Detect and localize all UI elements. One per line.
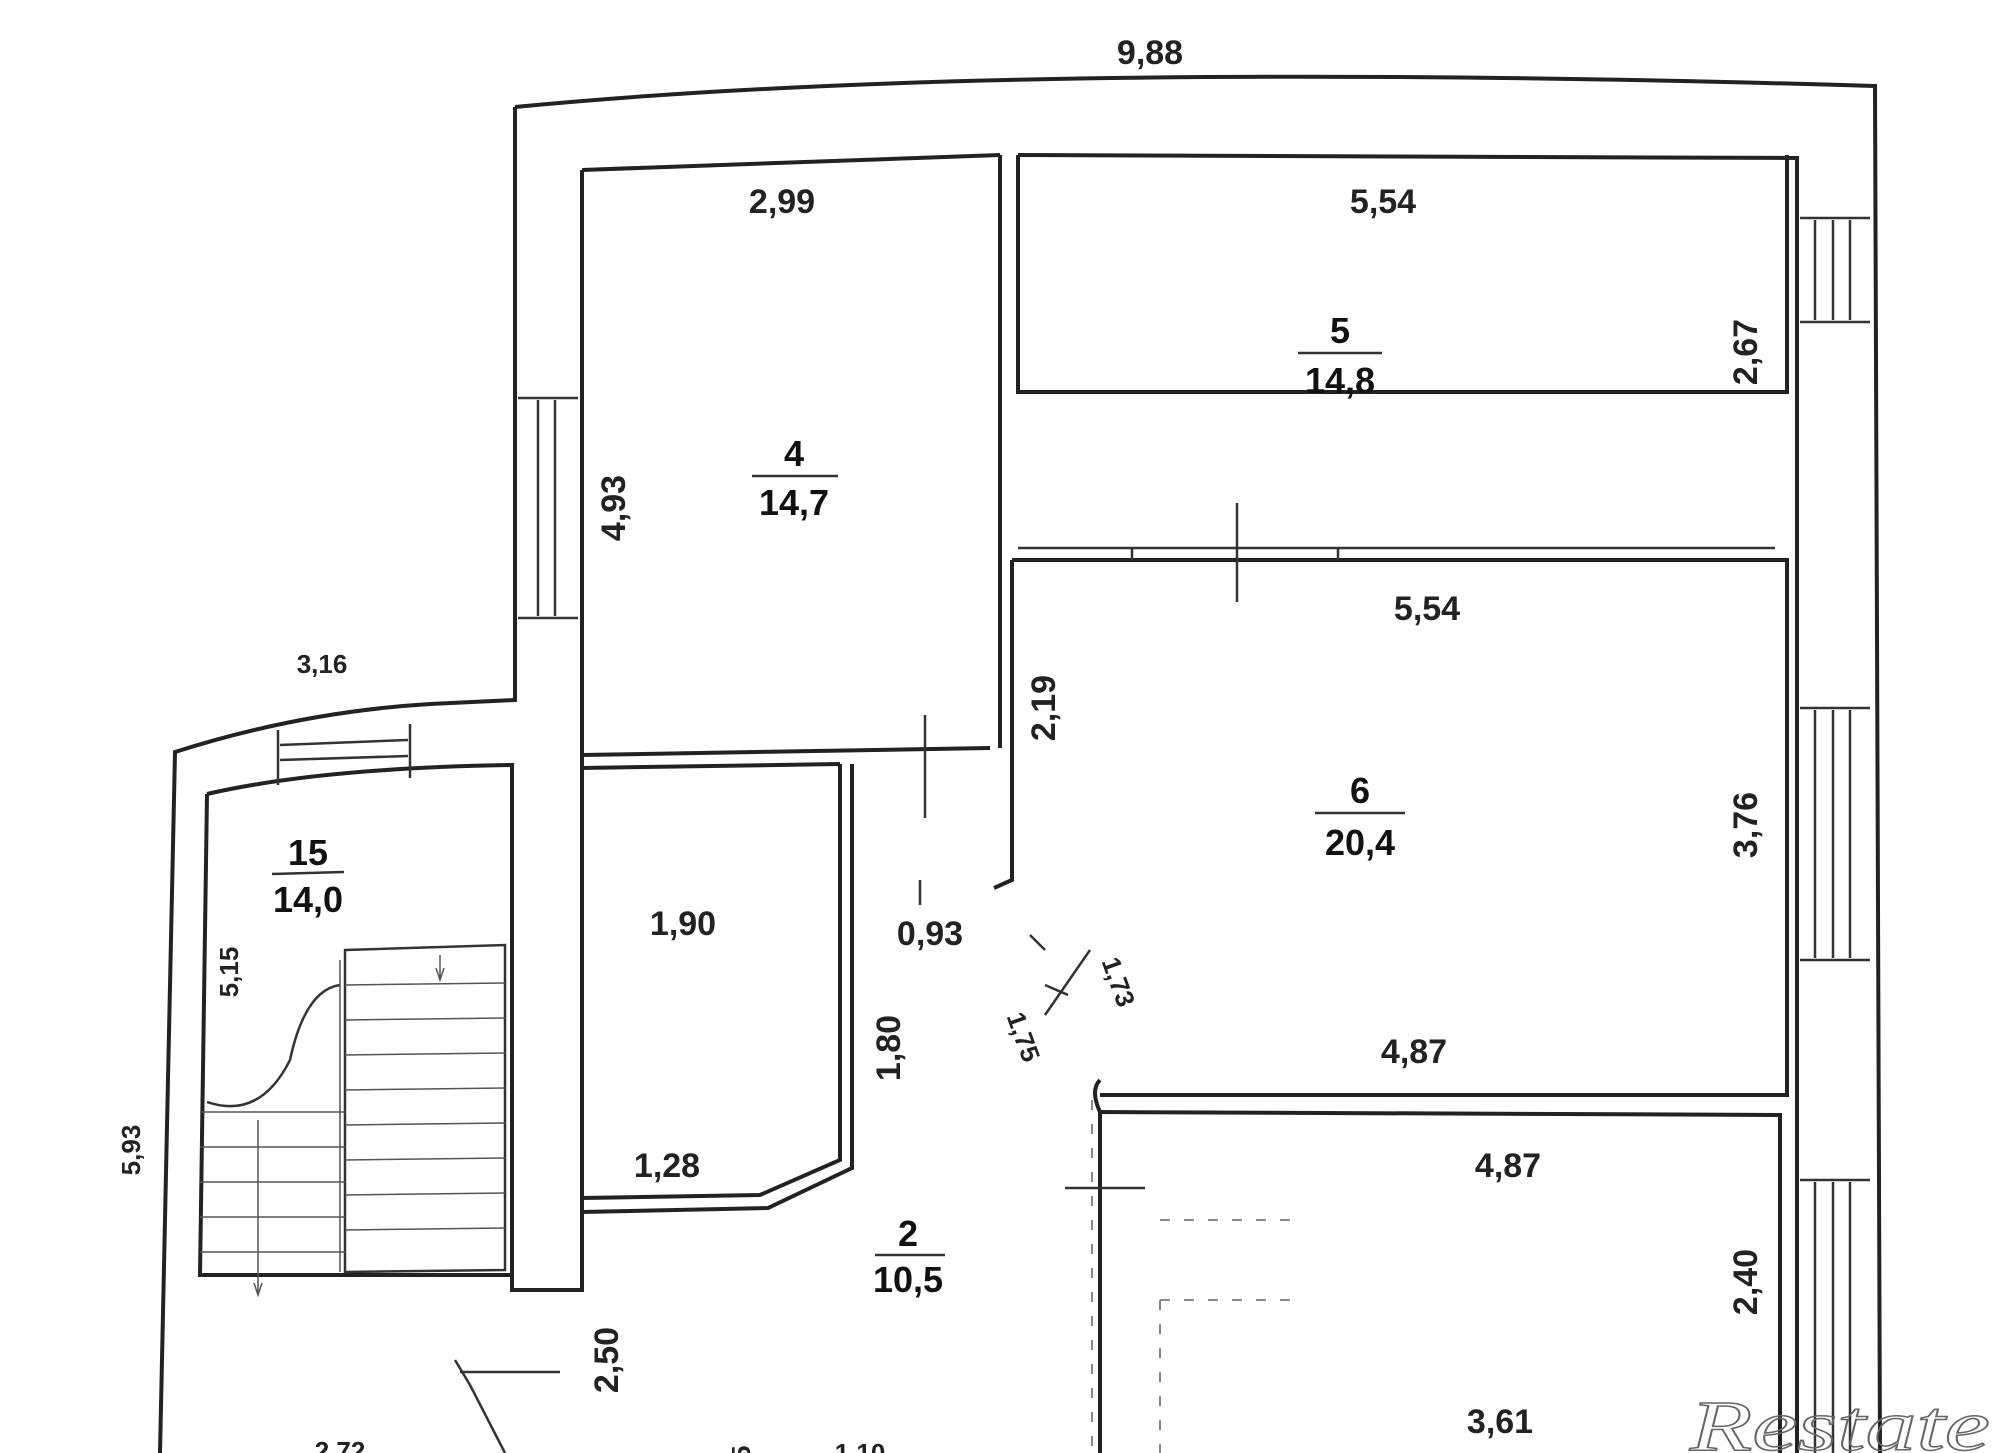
dim-stair-top: 3,16	[297, 649, 348, 679]
room-6-number: 6	[1350, 770, 1370, 811]
dim-bottom-room-top: 4,87	[1475, 1147, 1541, 1185]
room-4-area: 14,7	[759, 482, 829, 523]
dim-bottom-room-bottom: 3,61	[1467, 1403, 1533, 1441]
room-5-label: 5 14,8	[1298, 310, 1382, 401]
room-2-label: 2 10,5	[873, 1213, 945, 1300]
dim-stair-left-outer: 5,93	[116, 1125, 146, 1176]
lower-room-hatching	[1159, 1219, 1300, 1453]
dim-bottom-mid: 15	[726, 1446, 756, 1453]
room-4-label: 4 14,7	[752, 433, 838, 523]
dim-room4-top: 2,99	[749, 183, 815, 221]
watermark-logo: Restate	[1689, 1386, 1990, 1453]
dim-corridor-gap: 0,93	[897, 915, 963, 953]
dim-bottom-mid2: 1,10	[835, 1438, 886, 1453]
interior-walls	[581, 155, 1789, 1453]
dim-room6-top: 5,54	[1394, 590, 1460, 628]
dim-room6-right: 3,76	[1727, 792, 1765, 858]
room-15-area: 14,0	[273, 879, 343, 920]
room-5-area: 14,8	[1305, 360, 1375, 401]
dim-closet-width: 1,90	[650, 905, 716, 943]
room-15-label: 15 14,0	[271, 832, 345, 920]
dimension-labels: 9,88 2,99 5,54 2,67 4,93 5,54 2,19 3,76 …	[116, 34, 1765, 1453]
dim-bottom-left: 2,72	[315, 1436, 366, 1453]
outer-walls	[158, 74, 1882, 1453]
dim-bottom-room-right: 2,40	[1727, 1249, 1765, 1315]
door-marks	[453, 503, 1239, 1453]
dim-room5-right: 2,67	[1727, 319, 1765, 385]
dim-room6-left: 2,19	[1025, 675, 1063, 741]
room-4-number: 4	[784, 433, 804, 474]
windows	[276, 216, 1870, 1453]
dim-diag-b: 1,73	[1096, 953, 1142, 1011]
room-6-label: 6 20,4	[1315, 770, 1405, 863]
room-2-area: 10,5	[873, 1259, 943, 1300]
dim-top-overall: 9,88	[1117, 34, 1183, 72]
dim-stair-left-inner: 5,15	[214, 947, 244, 998]
staircase	[200, 943, 507, 1298]
dim-room4-left: 4,93	[595, 475, 633, 541]
dim-diag-a: 1,75	[1001, 1008, 1047, 1066]
room-15-number: 15	[288, 832, 328, 873]
dim-closet-right: 1,80	[870, 1015, 908, 1081]
dim-hall-lower: 2,50	[588, 1327, 626, 1393]
room-5-number: 5	[1330, 310, 1350, 351]
room-labels: 4 14,7 5 14,8 6 20,4 15 14,0 2 10,5	[271, 310, 1405, 1300]
room-2-number: 2	[898, 1213, 918, 1254]
dim-room6-bottom: 4,87	[1381, 1033, 1447, 1071]
room-6-area: 20,4	[1325, 822, 1395, 863]
dim-closet-bottom: 1,28	[634, 1147, 700, 1185]
dim-room5-top: 5,54	[1350, 183, 1416, 221]
